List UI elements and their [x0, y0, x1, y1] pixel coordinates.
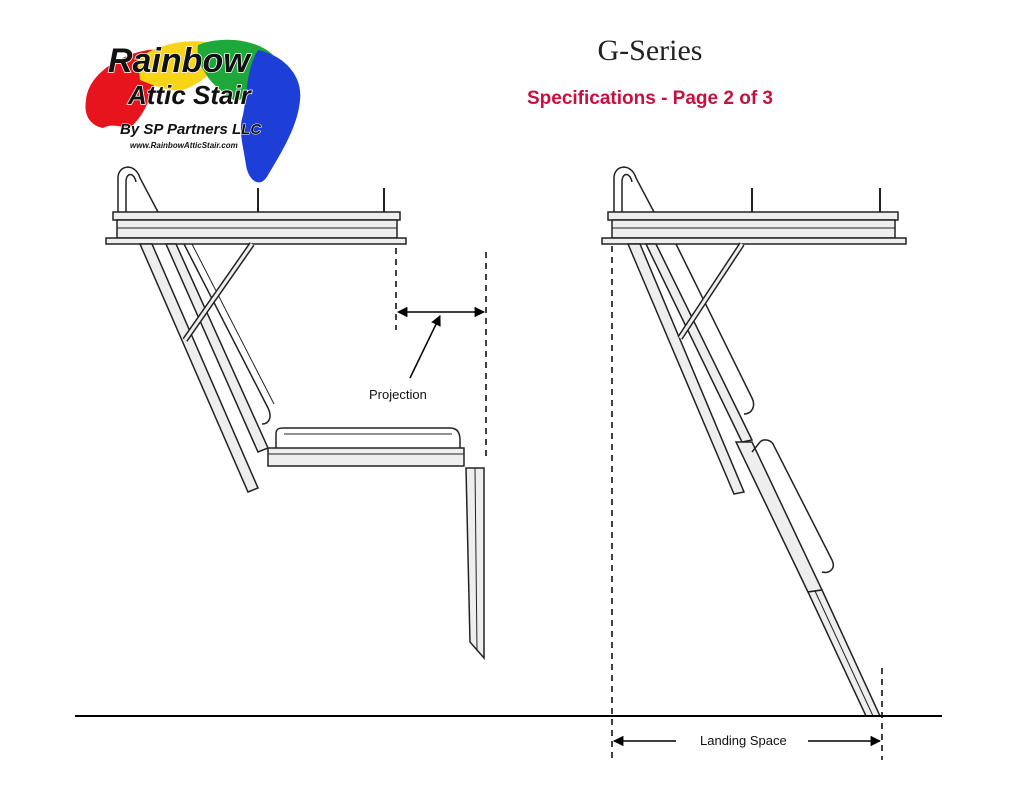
right-upper-rail-inner: [644, 243, 754, 443]
landing-space-dimension: [611, 246, 883, 760]
right-middle-side-rail: [751, 439, 834, 574]
logo-splash: [85, 39, 301, 183]
right-handrail-hook: [613, 166, 655, 213]
left-side-rail: [183, 243, 271, 425]
left-frame-flange: [105, 237, 407, 245]
left-platform: [267, 447, 465, 467]
right-frame-top: [607, 211, 899, 221]
left-platform-rail: [275, 427, 461, 448]
projection-label: Projection: [369, 387, 427, 402]
rainbow-attic-stair-logo: Rainbow Attic Stair By SP Partners LLC w…: [85, 39, 301, 183]
blue-splash: [240, 50, 301, 183]
page-subtitle: Specifications - Page 2 of 3: [526, 88, 774, 109]
left-frame-body: [116, 219, 398, 239]
right-upper-rail-outer: [626, 243, 746, 495]
left-lower-segment: [465, 467, 485, 660]
left-rail-outer: [138, 243, 259, 493]
projection-leader: [409, 315, 441, 379]
logo-line1: Rainbow: [108, 42, 252, 80]
logo-website: www.RainbowAtticStair.com: [130, 141, 238, 150]
left-handrail-hook: [117, 166, 159, 213]
page-title: G-Series: [597, 34, 703, 67]
right-frame-body: [611, 219, 896, 239]
left-frame-top: [112, 211, 401, 221]
right-middle-rail: [734, 441, 824, 593]
right-frame-flange: [601, 237, 907, 245]
projection-dimension: [395, 248, 487, 460]
landing-space-label: Landing Space: [700, 733, 787, 748]
logo-line2: Attic Stair: [127, 80, 253, 110]
folded-stair: [105, 166, 485, 660]
logo-line3: By SP Partners LLC: [120, 121, 262, 138]
unfolded-stair: [601, 166, 907, 717]
right-upper-side-rail: [675, 243, 755, 415]
